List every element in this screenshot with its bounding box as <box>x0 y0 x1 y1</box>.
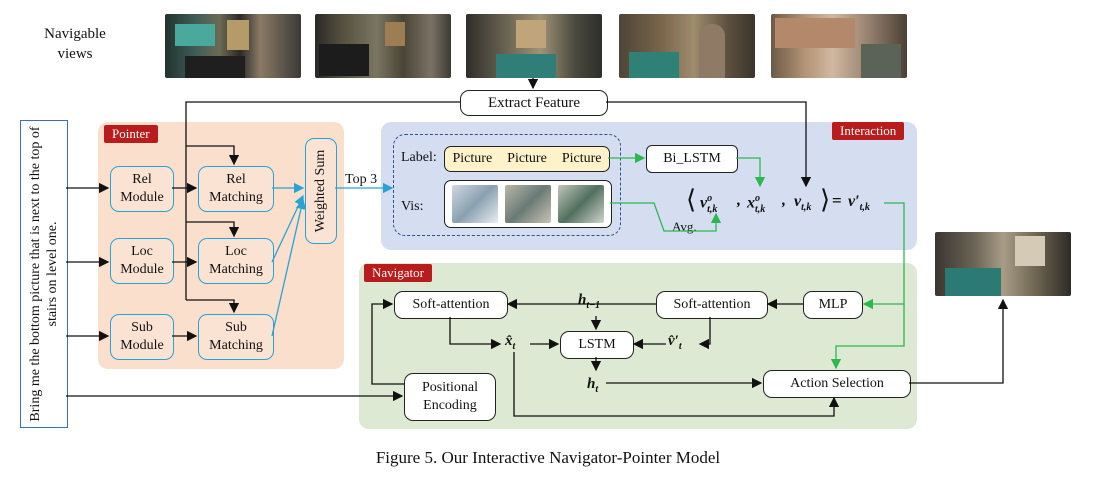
vis-image-3 <box>558 185 604 223</box>
black-arrows <box>66 78 1009 417</box>
vis-image-1 <box>452 185 498 223</box>
h-t-minus-1-label: ht−1 <box>578 292 601 311</box>
formula-right-angle: ⟩ <box>820 185 831 214</box>
soft-attention-right-box: Soft-attention <box>656 291 768 319</box>
navigable-views-label: Navigable views <box>44 26 106 62</box>
formula-v: vt,k <box>794 193 812 214</box>
picture-label-1: Picture <box>452 151 493 166</box>
extract-feature-box: Extract Feature <box>460 90 608 116</box>
formula-v-prime: v′t,k <box>848 193 870 214</box>
green-arrows <box>608 152 905 370</box>
h-t-label: ht <box>587 376 599 395</box>
navigator-tag: Navigator <box>364 264 432 282</box>
label-text: Label: <box>401 150 437 165</box>
action-selection-box: Action Selection <box>763 370 911 398</box>
mlp-box: MLP <box>803 291 863 319</box>
bi-lstm-box: Bi_LSTM <box>646 145 738 173</box>
vis-images-box <box>444 180 612 228</box>
v-hat-prime-label: v̂′t <box>668 333 682 352</box>
picture-label-3: Picture <box>561 151 602 166</box>
formula-comma-2: , <box>782 192 786 209</box>
formula-left-angle: ⟨ <box>686 185 697 214</box>
view-image-2 <box>315 14 451 78</box>
interaction-tag: Interaction <box>832 122 905 140</box>
formula-equals: = <box>832 191 842 210</box>
formula-x-o: xot,k <box>747 193 766 215</box>
rel-matching-box: Rel Matching <box>198 166 274 212</box>
loc-matching-box: Loc Matching <box>198 238 274 284</box>
rel-module-box: Rel Module <box>110 166 174 212</box>
view-image-3 <box>466 14 602 78</box>
avg-label: Avg. <box>672 219 697 234</box>
figure-caption: Figure 5. Our Interactive Navigator-Poin… <box>375 448 721 467</box>
pointer-tag: Pointer <box>104 125 158 143</box>
soft-attention-left-box: Soft-attention <box>394 291 508 319</box>
pointer-panel <box>98 122 344 369</box>
sub-module-box: Sub Module <box>110 314 174 360</box>
picture-label-box: Picture Picture Picture <box>444 146 610 172</box>
view-image-1 <box>165 14 301 78</box>
blue-arrows <box>271 182 394 337</box>
formula-comma-1: , <box>737 192 741 209</box>
formula-v-o: vot,k <box>700 193 718 215</box>
picture-label-2: Picture <box>507 151 547 166</box>
view-image-4 <box>619 14 755 78</box>
top3-label: Top 3 <box>345 172 378 187</box>
loc-module-box: Loc Module <box>110 238 174 284</box>
sub-matching-box: Sub Matching <box>198 314 274 360</box>
lstm-box: LSTM <box>560 331 634 359</box>
vis-text: Vis: <box>401 199 424 214</box>
weighted-sum-box: Weighted Sum <box>305 138 337 244</box>
result-view-image <box>935 232 1071 296</box>
instruction-box: Bring me the bottom picture that is next… <box>20 120 68 428</box>
vis-image-2 <box>505 185 551 223</box>
view-image-5 <box>771 14 907 78</box>
label-vis-group <box>393 134 621 236</box>
positional-encoding-box: Positional Encoding <box>404 373 496 421</box>
x-hat-t-label: x̂t <box>505 333 516 352</box>
